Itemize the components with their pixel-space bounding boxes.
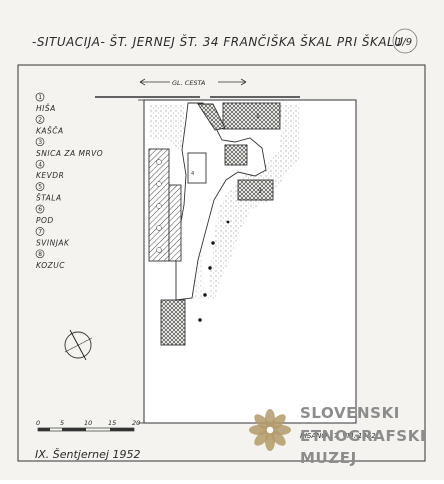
title-text: -SITUACIJA- ŠT. JERNEJ ŠT. 34 FRANČIŠKA …: [32, 34, 404, 49]
flower-petal: [269, 429, 286, 446]
sheet-number-badge: 1/9: [392, 28, 418, 54]
legend-number: 2: [38, 117, 42, 124]
building-6-pod: [168, 184, 182, 262]
legend-label: KEVDR: [36, 171, 64, 180]
signature-text: IX. Šentjernej 1952: [35, 448, 140, 461]
barn-numbers: [156, 159, 162, 253]
building-3-snica: [237, 179, 274, 201]
road: GL. CESTA: [95, 76, 300, 98]
scale-label: 10: [84, 419, 92, 427]
museum-name-line2: ETNOGRAFSKI: [300, 427, 426, 445]
building-4-mark: 4: [191, 171, 194, 177]
legend-label: SNICA ZA MRVO: [36, 149, 103, 158]
scale-label: 5: [60, 419, 64, 427]
legend-number: 1: [38, 94, 42, 101]
legend-number-circle: [35, 115, 45, 124]
building-roof-entry: [197, 103, 226, 131]
legend-number: 6: [38, 206, 42, 213]
yard-stipple-east: [208, 104, 300, 300]
legend-number-circle: [35, 204, 45, 214]
legend-number: 5: [38, 184, 42, 191]
legend-number-circle: [35, 92, 45, 102]
museum-watermark: SLOVENSKI ETNOGRAFSKI MUZEJ: [249, 404, 426, 467]
yard-stipple-west: [150, 104, 186, 150]
sheet-number: 1/9: [396, 37, 412, 48]
drawn-date-text: RISANO 17. VIII. 1952: [300, 432, 376, 440]
flower-petal: [254, 414, 271, 431]
legend-number-circle: [35, 182, 45, 191]
legend-label: HIŠA: [36, 104, 56, 113]
north-arrow-icon: [64, 329, 93, 361]
legend-label: SVINJAK: [36, 238, 70, 247]
legend-number: 4: [38, 161, 42, 168]
legend-number: 8: [38, 251, 42, 258]
building-1-hisa: [222, 102, 281, 130]
building-4-kevdr: [187, 152, 207, 184]
drawing-frame: [17, 64, 426, 462]
legend-number-circle: [35, 227, 45, 236]
museum-name-line1: SLOVENSKI: [300, 404, 400, 422]
flower-petal: [254, 429, 271, 446]
road-label: GL. CESTA: [172, 79, 205, 87]
building-1-number: 1: [256, 113, 260, 120]
legend-label: KAŠČA: [36, 126, 64, 135]
scale-label: 0: [36, 419, 40, 427]
flower-petal: [269, 414, 286, 431]
building-3-number: 3: [258, 188, 262, 195]
scale-bar: 0 5 10 15 20: [36, 419, 140, 432]
legend-number: 3: [38, 139, 42, 146]
legend-number-circle: [35, 137, 45, 147]
legend-label: POD: [36, 216, 54, 225]
legend-label: KOZUC: [36, 261, 65, 270]
legend-label: ŠTALA: [36, 194, 62, 203]
legend-number: 7: [38, 229, 42, 236]
building-2-kasca: [224, 144, 248, 166]
parcel-corner-ticks: [138, 99, 144, 424]
museum-name-line3: MUZEJ: [300, 449, 357, 467]
legend-number-circle: [35, 159, 45, 169]
legend-number-circle: [35, 249, 45, 259]
building-8-kozuc: [160, 299, 186, 346]
scale-label: 20: [132, 419, 140, 427]
tree-markers: [198, 220, 230, 322]
scale-label: 15: [108, 419, 116, 427]
flower-logo-icon: [249, 409, 291, 451]
